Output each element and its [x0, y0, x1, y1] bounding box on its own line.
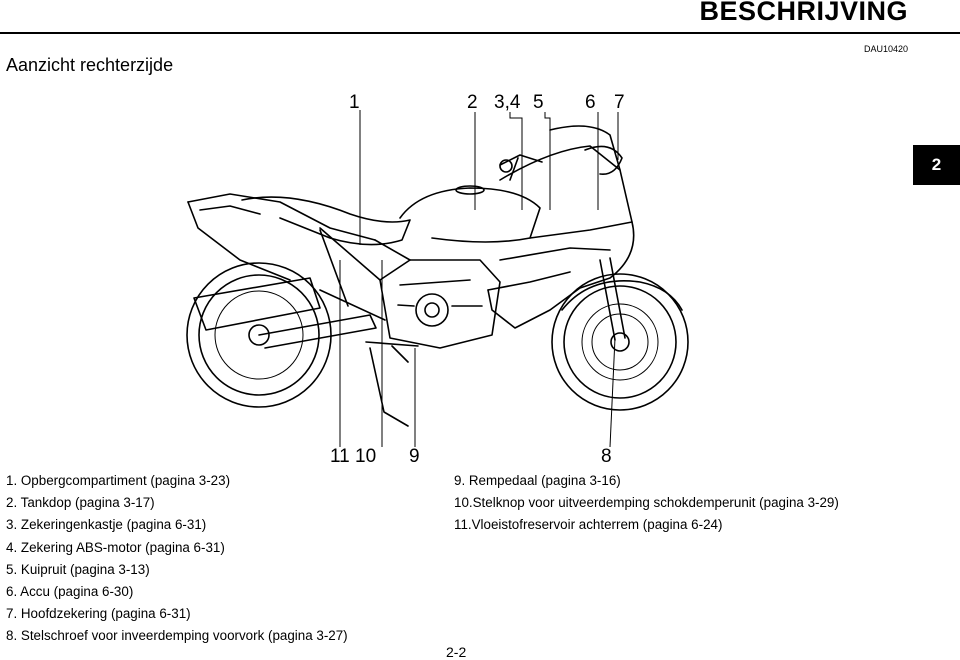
legend-item: 6. Accu (pagina 6-30) — [6, 584, 134, 600]
legend-item: 9. Rempedaal (pagina 3-16) — [454, 473, 621, 488]
tail-section — [187, 193, 376, 241]
header-rule — [0, 32, 960, 34]
callout-6: 6 — [585, 92, 596, 113]
callout-9: 9 — [409, 446, 420, 467]
legend-item: 5. Kuipruit (pagina 3-13) — [6, 561, 150, 577]
seat — [241, 196, 411, 246]
front-tire — [551, 273, 689, 411]
legend-item: 7. Hoofdzekering (pagina 6-31) — [6, 606, 191, 622]
motorcycle-illustration — [186, 110, 689, 448]
front-fender — [561, 280, 683, 311]
callout-10: 10 — [355, 446, 377, 467]
document-code: DAU10420 — [863, 44, 908, 54]
legend-right: 9. Rempedaal (pagina 3-16) 10.Stelknop v… — [454, 470, 839, 537]
legend-item: 3. Zekeringenkastje (pagina 6-31) — [6, 517, 207, 533]
chapter-tab: 2 — [913, 145, 960, 185]
exhaust-muffler — [193, 277, 321, 331]
header-title: BESCHRIJVING — [699, 0, 908, 26]
legend-left: 1. Opbergcompartiment (pagina 3-23) 2. T… — [6, 470, 348, 648]
windscreen — [549, 125, 621, 171]
engine — [379, 259, 501, 349]
callout-8: 8 — [601, 446, 612, 467]
front-fairing — [487, 145, 635, 329]
legend-item: 2. Tankdop (pagina 3-17) — [6, 495, 155, 511]
side-stand — [369, 347, 409, 427]
rear-tire — [186, 262, 332, 408]
callout-7: 7 — [614, 92, 625, 113]
page-number: 2-2 — [446, 644, 467, 660]
legend-item: 8. Stelschroef voor inveerdemping voorvo… — [6, 628, 348, 644]
fuel-tank — [399, 187, 541, 243]
section-title: Aanzicht rechterzijde — [6, 55, 174, 75]
callout-2: 2 — [467, 92, 478, 113]
callout-5: 5 — [533, 92, 544, 113]
legend-item: 10.Stelknop voor uitveerdemping schokdem… — [454, 495, 839, 511]
callout-3-4: 3,4 — [494, 92, 521, 113]
legend-item: 11.Vloeistofreservoir achterrem (pagina … — [454, 517, 723, 533]
callout-1: 1 — [349, 92, 360, 113]
swingarm — [258, 314, 377, 349]
callout-11: 11 — [330, 446, 350, 467]
legend-item: 1. Opbergcompartiment (pagina 3-23) — [6, 473, 231, 488]
legend-item: 4. Zekering ABS-motor (pagina 6-31) — [6, 539, 225, 555]
